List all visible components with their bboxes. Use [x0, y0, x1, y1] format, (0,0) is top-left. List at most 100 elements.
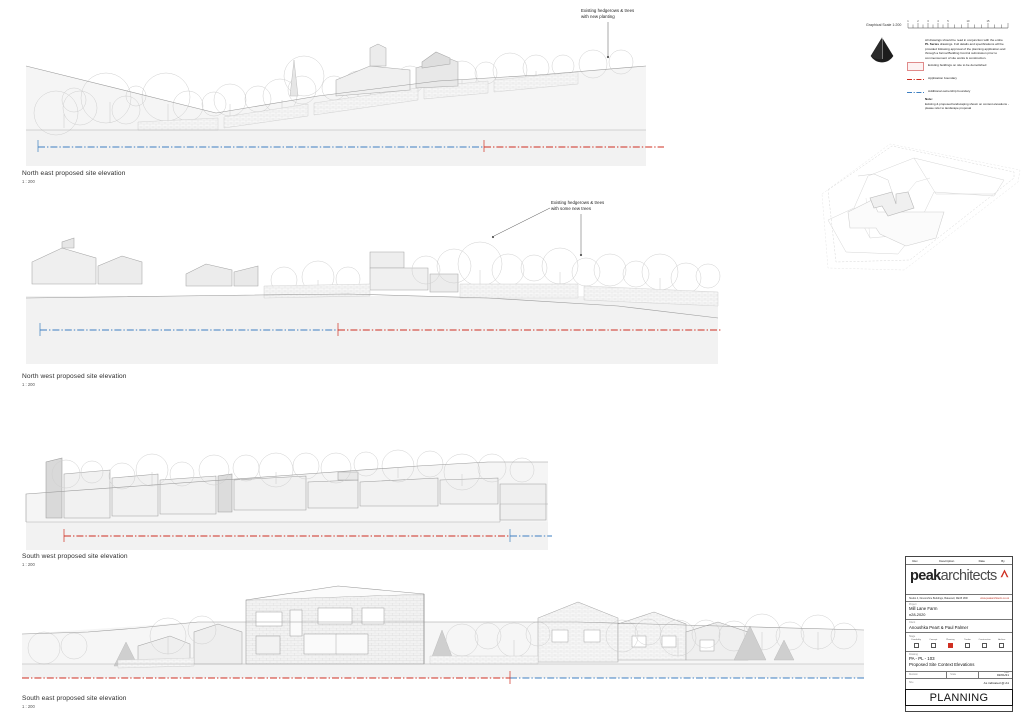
- general-notes-lead: All drawings should be read in conjuncti…: [925, 38, 1003, 42]
- stage-cell-archive[interactable]: Archive: [994, 639, 1010, 649]
- stage-caption: Stage: [909, 634, 916, 638]
- elevation-scale-north-east: 1 : 200: [22, 179, 35, 184]
- stage-cell-tender[interactable]: Tender: [959, 639, 975, 649]
- date-caption: Date: [1004, 672, 1009, 675]
- project-number: n28-2020: [909, 612, 926, 618]
- drawing-title: Proposed Site Context Elevations: [909, 662, 975, 668]
- stage-name-feasibility: Feasibility: [911, 639, 921, 642]
- size-value: As indicated @ A1: [983, 680, 1009, 685]
- site-location-plan: [818, 142, 1024, 294]
- scale-tick-3: 3: [927, 19, 929, 23]
- elevation-scale-south-west: 1 : 200: [22, 562, 35, 567]
- elevation-north-west: [18, 222, 728, 368]
- stage-name-archive: Archive: [998, 639, 1006, 642]
- revision-column-rev: Rev: [912, 558, 918, 563]
- stage-name-planning: Planning: [946, 639, 955, 642]
- site-plan-diagram: [821, 143, 1021, 271]
- drawing-number: PA - PL - 103: [909, 656, 935, 662]
- practice-logo: peakarchitects: [906, 565, 1012, 595]
- north-arrow-symbol: [869, 36, 895, 63]
- annotation-line-2: with some new trees: [551, 206, 592, 212]
- logo-architects: architects: [940, 568, 998, 584]
- graphical-scale-label: Graphical Scale 1:200: [866, 23, 902, 27]
- ownership-boundary-icon: [907, 88, 924, 97]
- project-field: Project Mill Lane Farm n28-2020: [906, 602, 1012, 621]
- date-field: Date 02/01/21: [978, 671, 1012, 679]
- annotation-line-2: with new planting: [581, 14, 615, 20]
- general-notes: All drawings should be read in conjuncti…: [925, 38, 1007, 60]
- annotation-line-1: Existing hedgerows & trees: [551, 200, 605, 205]
- elevation-south-west: [18, 424, 558, 554]
- client-field: Client Anoushka Peart & Paul Palmer: [906, 620, 1012, 634]
- annotation-line-1: Existing hedgerows & trees: [581, 8, 635, 13]
- landscaping-note: Note: Existing & proposed landscaping sh…: [925, 97, 1009, 111]
- scale-tick-1: 1: [907, 19, 909, 23]
- legend-label-ownership-boundary: Additional ownership boundary: [928, 89, 971, 94]
- graphical-scale-bar: Graphical Scale 1:200 1 2 3 4 5 10 15: [866, 19, 1010, 33]
- scale-field: Scale: [946, 671, 978, 679]
- stage-checkbox-tender[interactable]: [964, 643, 971, 649]
- stage-cell-construction[interactable]: Construction: [977, 639, 993, 649]
- stage-cell-feasibility[interactable]: Feasibility: [908, 639, 924, 649]
- landscaping-note-heading: Note:: [925, 97, 933, 101]
- elevation-label-south-east: South east proposed site elevation: [22, 695, 127, 702]
- sheet-size-row: Size As indicated @ A1: [906, 679, 1012, 686]
- revision-column-by: By: [1001, 558, 1005, 563]
- planning-stamp-text: PLANNING: [929, 691, 989, 704]
- north-point-icon: [870, 37, 894, 63]
- elevation-label-north-west: North west proposed site elevation: [22, 373, 127, 380]
- drawing-meta-row: Revision Scale Date 02/01/21: [906, 671, 1012, 680]
- annotation-leader-north-east: [606, 22, 610, 59]
- legend-item-ownership-boundary: Additional ownership boundary: [907, 88, 1009, 97]
- scale-caption: Scale: [950, 673, 957, 676]
- practice-address: Studio 4, Devonshire Buildings, Bakewell…: [909, 596, 968, 600]
- revision-field: Revision: [906, 672, 946, 679]
- stage-checkbox-feasibility[interactable]: [913, 643, 919, 649]
- scale-bar-ticks: 1 2 3 4 5 10 15: [907, 19, 1009, 29]
- landscaping-note-body: Existing & proposed landscaping shown on…: [925, 102, 1009, 111]
- stage-name-concept: Concept: [929, 639, 938, 642]
- south-east-elevation-drawing: [21, 585, 865, 684]
- stage-cell-planning[interactable]: Planning: [942, 639, 958, 649]
- date-value: 02/01/21: [996, 673, 1009, 678]
- peak-chevron-icon: [1000, 568, 1009, 577]
- annotation-leader-north-west-a: [491, 207, 551, 239]
- stage-selector: Stage Feasibility Concept Planning Tende…: [906, 633, 1012, 652]
- stage-checkbox-construction[interactable]: [982, 643, 988, 649]
- elevation-label-north-east: North east proposed site elevation: [22, 170, 126, 177]
- planning-stamp: PLANNING: [905, 689, 1013, 706]
- stage-cell-concept[interactable]: Concept: [925, 639, 941, 649]
- revision-column-date: Date: [978, 558, 985, 563]
- project-name: Mill Lane Farm: [909, 606, 938, 612]
- revision-table-header: Rev Description Date By: [906, 557, 1012, 565]
- client-name: Anoushka Peart & Paul Palmer: [909, 624, 969, 630]
- north-east-elevation-drawing: [25, 43, 664, 166]
- scale-tick-2: 2: [917, 19, 919, 23]
- stage-checkbox-planning[interactable]: [947, 643, 953, 649]
- practice-website[interactable]: www.peakarchitects.co.uk: [980, 596, 1009, 600]
- drawing-caption: Drawing: [909, 653, 918, 657]
- demolition-swatch-icon: [907, 62, 924, 71]
- stage-checkbox-concept[interactable]: [930, 643, 936, 649]
- title-block: Rev Description Date By peakarchitects S…: [905, 556, 1013, 712]
- legend: Existing buildings on site to be demolis…: [907, 62, 1009, 102]
- application-boundary-icon: [907, 75, 924, 84]
- project-caption: Project: [909, 602, 917, 606]
- elevation-label-south-west: South west proposed site elevation: [22, 553, 128, 560]
- scale-tick-15: 15: [987, 19, 990, 23]
- north-west-elevation-drawing: [25, 237, 722, 364]
- legend-label-application-boundary: Application boundary: [928, 76, 957, 81]
- scale-tick-10: 10: [967, 19, 970, 23]
- south-west-elevation-drawing: [25, 449, 552, 550]
- client-caption: Client: [909, 620, 916, 624]
- general-notes-bold: PL Series: [925, 42, 940, 47]
- elevation-north-east: [18, 18, 664, 168]
- revision-caption: Revision: [909, 673, 918, 676]
- legend-label-demolition: Existing buildings on site to be demolis…: [928, 63, 987, 67]
- logo-peak: peak: [910, 568, 941, 584]
- stage-checkbox-archive[interactable]: [999, 643, 1005, 649]
- practice-contact-row: Studio 4, Devonshire Buildings, Bakewell…: [906, 595, 1012, 602]
- stage-name-construction: Construction: [978, 639, 991, 642]
- drawing-field: Drawing PA - PL - 103 Proposed Site Cont…: [906, 652, 1012, 672]
